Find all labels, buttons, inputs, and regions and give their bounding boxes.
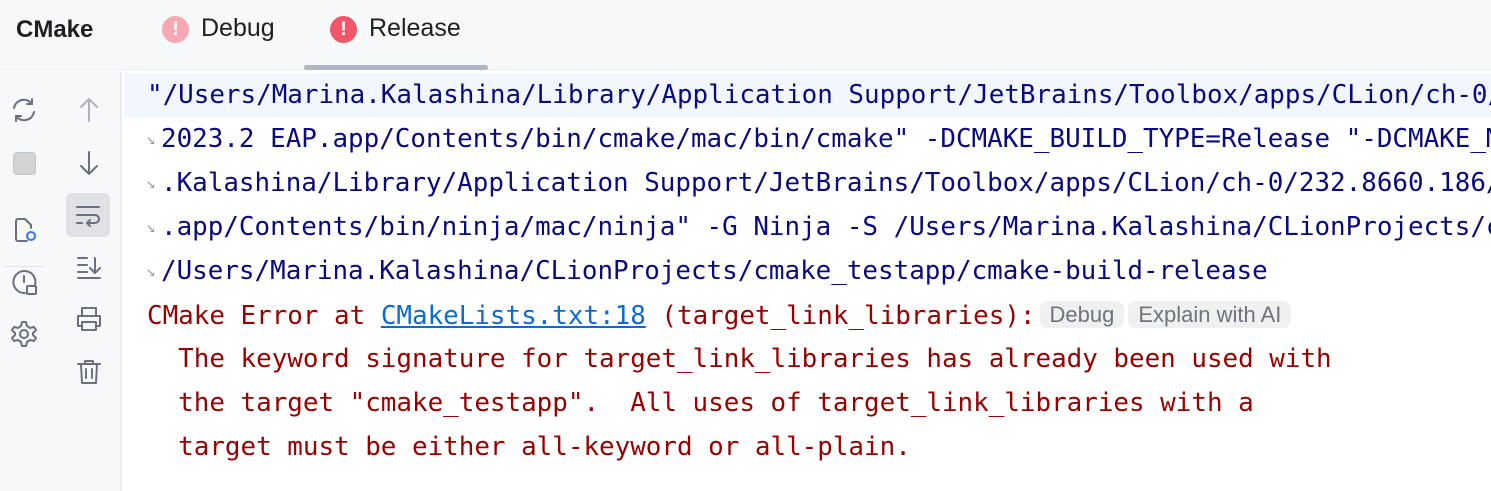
explain-with-ai-button[interactable]: Explain with AI	[1128, 301, 1292, 328]
down-button[interactable]	[67, 141, 111, 185]
tab-release[interactable]: ! Release	[330, 14, 461, 70]
reload-icon	[13, 98, 35, 122]
delete-button[interactable]	[67, 350, 111, 394]
tab-debug[interactable]: ! Debug	[162, 14, 275, 70]
error-line: CMake Error at CMakeLists.txt:18 (target…	[124, 293, 1491, 337]
stop-icon	[12, 151, 36, 175]
scroll-to-end-button[interactable]	[67, 245, 111, 289]
tool-window-header: CMake ! Debug ! Release	[0, 0, 1491, 70]
separator	[4, 266, 44, 267]
error-line: target must be either all-keyword or all…	[147, 432, 911, 462]
selected-tab-indicator	[304, 65, 488, 70]
soft-wrap-icon: ↘	[146, 173, 156, 192]
stop-button[interactable]	[2, 141, 46, 185]
up-button[interactable]	[67, 88, 111, 132]
settings-button[interactable]	[2, 312, 46, 356]
settings-icon	[11, 321, 37, 347]
soft-wrap-icon: ↘	[146, 261, 156, 280]
print-icon	[77, 307, 101, 331]
console-line: ↘/Users/Marina.Kalashina/CLionProjects/c…	[124, 249, 1491, 293]
cache-icon	[12, 270, 37, 295]
console-line: ↘.app/Contents/bin/ninja/mac/ninja" -G N…	[124, 205, 1491, 249]
error-line: the target "cmake_testapp". All uses of …	[147, 388, 1254, 418]
console-line: ↘.Kalashina/Library/Application Support/…	[124, 161, 1491, 205]
console-line: ↘2023.2 EAP.app/Contents/bin/cmake/mac/b…	[124, 117, 1491, 161]
cache-button[interactable]	[2, 260, 46, 304]
print-button[interactable]	[67, 297, 111, 341]
cmake-settings-button[interactable]	[2, 208, 46, 252]
soft-wrap-icon: ↘	[146, 217, 156, 236]
tool-window-title: CMake	[16, 16, 94, 43]
reload-button[interactable]	[2, 88, 46, 132]
delete-icon	[77, 360, 101, 384]
soft-wrap-icon: ↘	[146, 129, 156, 148]
error-line: The keyword signature for target_link_li…	[147, 344, 1332, 374]
soft-wrap-button[interactable]	[66, 193, 110, 237]
cmakelists-link[interactable]: CMakeLists.txt:18	[380, 301, 646, 331]
scroll-to-end-icon	[77, 257, 101, 279]
cmake-settings-icon	[15, 218, 36, 242]
soft-wrap-icon	[76, 206, 100, 227]
console-toolbar	[0, 71, 122, 491]
console-output[interactable]: "/Users/Marina.Kalashina/Library/Applica…	[124, 71, 1491, 491]
debug-button[interactable]: Debug	[1039, 301, 1125, 328]
down-icon	[80, 151, 98, 175]
error-icon: !	[162, 16, 189, 43]
console-line: "/Users/Marina.Kalashina/Library/Applica…	[124, 73, 1491, 117]
up-icon	[80, 98, 98, 122]
tab-label: Release	[369, 14, 461, 42]
tab-label: Debug	[201, 14, 275, 42]
error-icon: !	[330, 16, 357, 43]
